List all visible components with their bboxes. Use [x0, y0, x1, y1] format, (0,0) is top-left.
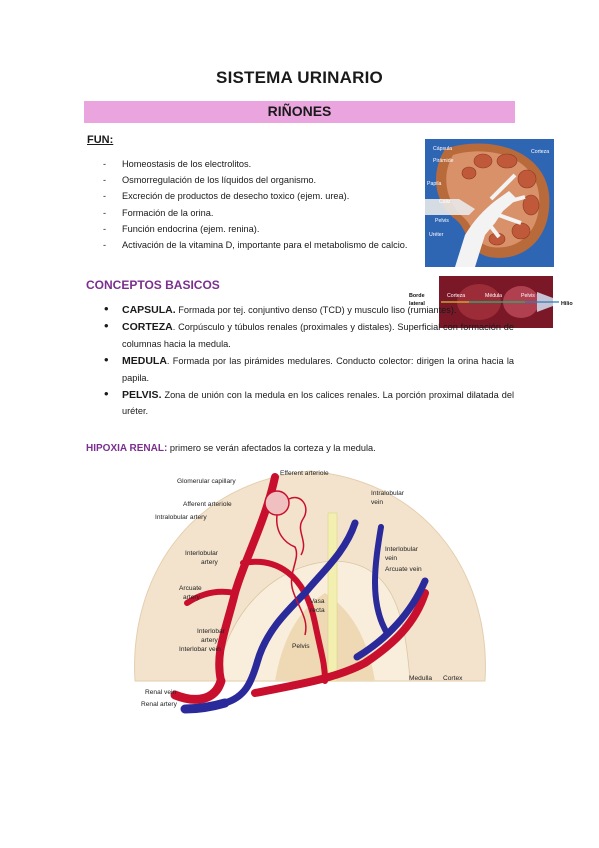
functions-list: Homeostasis de los electrolitos. Osmorre…: [100, 156, 418, 253]
kidney-label: Corteza: [531, 149, 549, 155]
list-item: MEDULA. Formada por las pirámides medula…: [100, 352, 514, 386]
section-banner: [84, 101, 515, 123]
diagram-label: Interlobar: [197, 628, 226, 635]
diagram-label: recta: [310, 607, 325, 614]
diagram-label: vein: [385, 555, 397, 562]
kidney-label: Papila: [427, 181, 442, 187]
diagram-label: artery: [183, 594, 201, 601]
diagram-label: Arcuate vein: [385, 566, 422, 573]
diagram-label: Pelvis: [292, 643, 310, 650]
section-label: Médula: [485, 293, 502, 299]
section-label: Borde: [409, 293, 425, 299]
conceptos-heading: CONCEPTOS BASICOS: [86, 278, 220, 292]
definition: . Corpúsculo y túbulos renales (proximal…: [122, 322, 514, 349]
list-item: Formación de la orina.: [100, 205, 418, 221]
section-label: Corteza: [447, 293, 465, 299]
diagram-label: Glomerular capillary: [177, 478, 236, 485]
section-label: Pelvis: [521, 293, 535, 299]
diagram-label: Interlobular: [185, 550, 219, 557]
term-corteza: CORTEZA: [122, 321, 173, 334]
list-item: Activación de la vitamina D, importante …: [100, 237, 418, 253]
diagram-label: Interlobar vein: [179, 646, 221, 653]
definition: . Formada por las pirámides medulares. C…: [122, 356, 514, 383]
diagram-label: Intralobular artery: [155, 514, 207, 521]
term-pelvis: PELVIS.: [122, 389, 162, 402]
diagram-label: artery: [201, 559, 219, 566]
kidney-label: Cáliz: [439, 199, 451, 205]
conceptos-list: CAPSULA. Formada por tej. conjuntivo den…: [100, 301, 514, 421]
diagram-label: artery: [201, 637, 219, 644]
hipoxia-label: HIPOXIA RENAL:: [86, 443, 168, 454]
diagram-label: Afferent arteriole: [183, 501, 232, 508]
definition: Formada por tej. conjuntivo denso (TCD) …: [175, 305, 457, 315]
diagram-label: Efferent arteriole: [280, 470, 329, 477]
list-item: PELVIS. Zona de unión con la medula en l…: [100, 386, 514, 420]
diagram-label: Cortex: [443, 675, 463, 682]
diagram-label: Renal artery: [141, 701, 178, 708]
hipoxia-text: primero se verán afectados la corteza y …: [167, 443, 376, 453]
renal-vasculature-diagram: Glomerular capillary Efferent arteriole …: [134, 470, 486, 714]
diagram-label: Interlobular: [385, 546, 419, 553]
diagram-label: vein: [371, 499, 383, 506]
definition: Zona de unión con la medula en los calic…: [122, 390, 514, 417]
hipoxia-paragraph: HIPOXIA RENAL: primero se verán afectado…: [86, 443, 376, 454]
section-banner-title: RIÑONES: [267, 103, 332, 119]
list-item: CORTEZA. Corpúsculo y túbulos renales (p…: [100, 318, 514, 352]
diagram-label: Intralobular: [371, 490, 405, 497]
list-item: Homeostasis de los electrolitos.: [100, 156, 418, 172]
diagram-label: Arcuate: [179, 585, 202, 592]
list-item: CAPSULA. Formada por tej. conjuntivo den…: [100, 301, 514, 318]
kidney-illustration: Cápsula Pirámide Corteza Papila Cáliz Pe…: [425, 139, 554, 267]
term-capsula: CAPSULA.: [122, 304, 176, 316]
kidney-label: Cápsula: [433, 146, 452, 152]
page-title: SISTEMA URINARIO: [216, 68, 383, 87]
kidney-label: Pelvis: [435, 218, 449, 224]
list-item: Función endocrina (ejem. renina).: [100, 221, 418, 237]
list-item: Osmorregulación de los líquidos del orga…: [100, 172, 418, 188]
section-label: Hilio: [561, 301, 573, 307]
term-medula: MEDULA: [122, 355, 167, 368]
fun-heading: FUN:: [87, 134, 114, 146]
list-item: Excreción de productos de desecho toxico…: [100, 188, 418, 204]
diagram-label: Renal vein: [145, 689, 176, 696]
diagram-label: Vasa: [310, 598, 325, 605]
kidney-label: Pirámide: [433, 158, 454, 164]
kidney-label: Uréter: [429, 232, 444, 238]
diagram-label: Medulla: [409, 675, 432, 682]
